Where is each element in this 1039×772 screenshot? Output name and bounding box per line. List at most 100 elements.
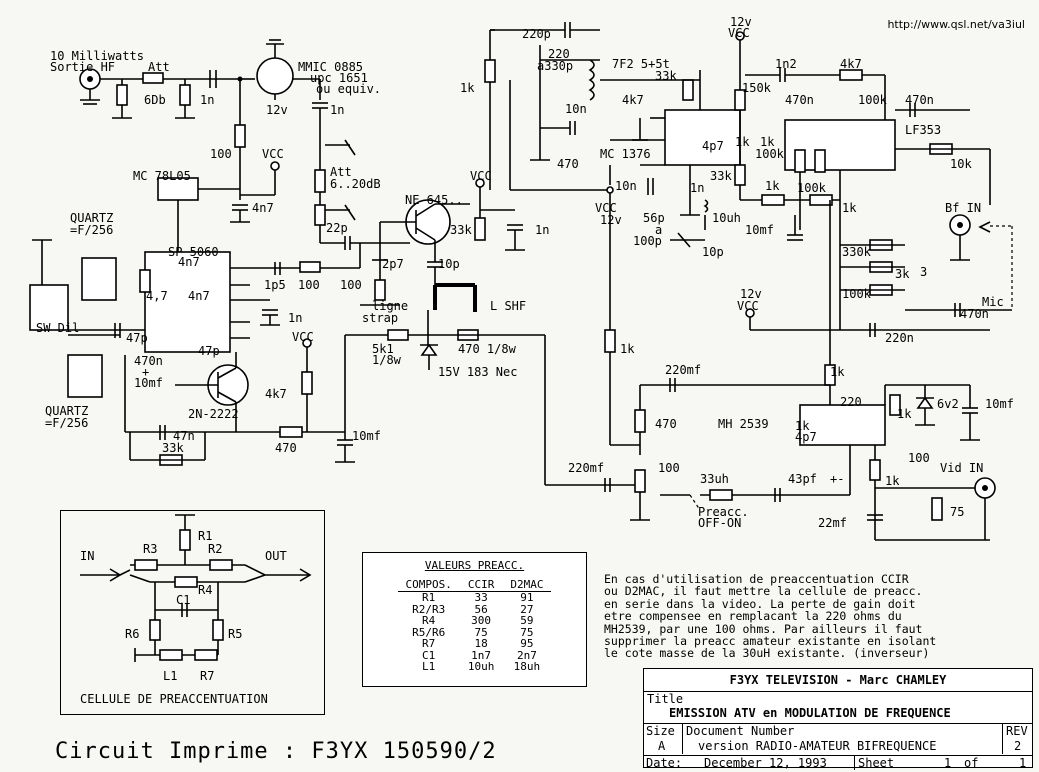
att-resistor-6db	[142, 72, 164, 84]
cell-r7	[194, 649, 218, 661]
table-cell: 18	[474, 637, 488, 650]
label-4n7-a: 4n7	[252, 201, 274, 215]
label-lshf: L SHF	[490, 299, 526, 313]
label-10mf: 10mf	[134, 376, 163, 390]
label-lf353: LF353	[905, 123, 941, 137]
table-cell: L1	[422, 660, 436, 673]
label-100-b: 100	[298, 278, 320, 292]
label-470-b: 470	[275, 441, 297, 455]
label-vcc-f: VCC	[737, 299, 759, 313]
label-470-1-8w: 470 1/8w	[458, 342, 517, 356]
table-cell: 18uh	[513, 660, 541, 673]
title-block-total: 1	[1019, 756, 1027, 770]
label-mmic: MMIC 0885	[298, 60, 363, 74]
cell-r1	[179, 529, 191, 551]
table-cell: 75	[520, 625, 534, 639]
label-10mf-c: 10mf	[745, 223, 774, 237]
label-a: a	[655, 223, 662, 237]
component-labels: 10 Milliwatts Sortie HF Att 6Db 1n MMIC …	[36, 15, 1014, 530]
label-43pf: 43pf	[788, 472, 817, 486]
values-header-ccir: CCIR	[459, 578, 503, 592]
values-table-title: VALEURS PREACC.	[424, 559, 525, 572]
title-block-date-label: Date:	[646, 756, 683, 770]
att-resistor-2	[179, 84, 191, 106]
label-2n2222: 2N-2222	[188, 407, 239, 421]
table-cell: R5/R6	[412, 625, 446, 639]
title-block-company: F3YX TELEVISION - Marc CHAMLEY	[729, 673, 947, 687]
label-220p: 220p	[522, 27, 551, 41]
label-4p7-b: 4p7	[795, 430, 817, 444]
label-100k-b: 100k	[755, 147, 785, 161]
label-out-hf: Sortie HF	[50, 60, 115, 74]
table-row: L1 10uh 18uh	[398, 661, 552, 673]
label-470-c: 470	[557, 157, 579, 171]
label-220mf-b: 220mf	[568, 461, 604, 475]
cell-title: CELLULE DE PREACCENTUATION	[80, 692, 268, 706]
title-block-title-label: Title	[647, 692, 684, 706]
label-1n2: 1n2	[775, 57, 797, 71]
cell-label-r5: R5	[228, 627, 242, 641]
label-470n-b: 470n	[785, 93, 814, 107]
values-header-d2mac: D2MAC	[502, 578, 552, 592]
label-3k: 3k	[895, 267, 910, 281]
pot-1k[interactable]	[484, 59, 496, 83]
label-1p5: 1p5	[264, 278, 286, 292]
cell-r3	[134, 559, 158, 571]
label-quartz-bot2: =F/256	[45, 416, 88, 430]
sp5060-ic	[144, 251, 231, 353]
label-12v-f: 12v	[740, 287, 762, 301]
label-offon[interactable]: OFF-ON	[698, 516, 741, 530]
label-vcc-d: VCC	[595, 201, 617, 215]
cell-label-r4: R4	[198, 583, 212, 597]
label-10p: 10p	[438, 257, 460, 271]
cell-label-r1: R1	[198, 529, 212, 543]
table-cell: R4	[422, 614, 436, 627]
label-1n-c: 1n	[535, 223, 549, 237]
table-cell: 95	[520, 637, 534, 650]
table-cell: 1n7	[471, 648, 492, 662]
label-470n: 470n	[134, 354, 163, 368]
label-1-8w-a: 1/8w	[372, 353, 402, 367]
label-470-d: 470	[655, 417, 677, 431]
label-3: 3	[920, 265, 927, 279]
label-12v-e: 12v	[730, 15, 752, 29]
label-pm: +-	[830, 472, 844, 486]
label-out-power: 10 Milliwatts	[50, 49, 144, 63]
cell-label-l1: L1	[163, 669, 177, 683]
mmic-amplifier	[256, 57, 294, 95]
table-cell: 10uh	[467, 660, 495, 673]
label-10p-b: 10p	[702, 245, 724, 259]
quartz-crystal-bottom	[67, 354, 103, 398]
att-6-20db-resistor	[314, 169, 326, 193]
label-330k: 330k	[842, 245, 872, 259]
cell-r2	[209, 559, 233, 571]
table-cell: R1	[422, 591, 436, 604]
label-sp5060: SP 5060	[168, 245, 219, 259]
dil-switch[interactable]	[29, 284, 69, 331]
pot-100[interactable]	[634, 469, 646, 493]
label-4-7: 4,7	[146, 289, 168, 303]
label-vcc-e: VCC	[728, 26, 750, 40]
label-mc78l05: MC 78L05	[133, 169, 191, 183]
label-mh2539: MH 2539	[718, 417, 769, 431]
cell-label-r6: R6	[125, 627, 139, 641]
label-100-e: 100	[658, 461, 680, 475]
label-75: 75	[950, 505, 964, 519]
title-block-date: December 12, 1993	[704, 756, 827, 770]
label-strap: strap	[362, 311, 398, 325]
label-33k-a: 33k	[450, 223, 472, 237]
label-preacc[interactable]: Preacc.	[698, 505, 749, 519]
vco-section	[360, 178, 525, 345]
preacc-cell-drawing	[80, 514, 312, 662]
label-220: 220	[840, 395, 862, 409]
label-1k-f: 1k	[897, 407, 912, 421]
label-mc1376: MC 1376	[600, 147, 651, 161]
label-1k-h: 1k	[885, 474, 900, 488]
title-block-sheet-label: Sheet	[854, 756, 894, 770]
resistor-33k	[474, 217, 486, 241]
